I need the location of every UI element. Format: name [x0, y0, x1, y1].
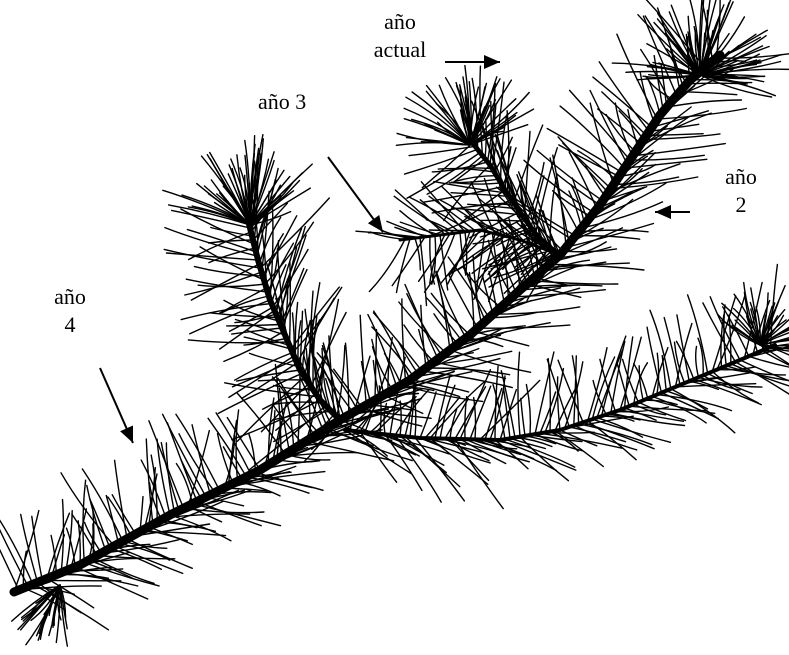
label-year-4: año 4 [30, 283, 110, 339]
label-year-3: año 3 [258, 88, 348, 116]
label-year-2: año 2 [706, 163, 776, 219]
label-current-year: año actual [352, 8, 448, 64]
